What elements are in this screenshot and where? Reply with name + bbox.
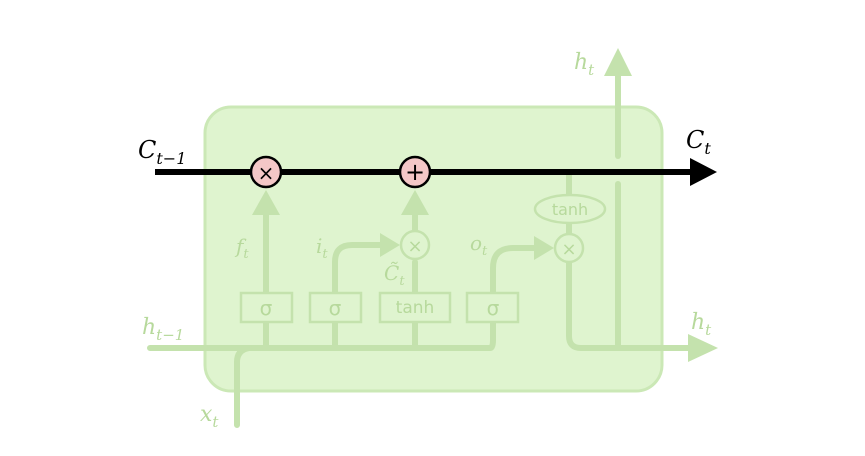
x-input-label: xt bbox=[200, 402, 219, 431]
i-gate-label: it bbox=[316, 234, 328, 262]
forget-multiply-symbol: × bbox=[258, 161, 275, 185]
c-prev-label: Ct−1 bbox=[138, 136, 186, 168]
h-out-top-label: ht bbox=[574, 50, 595, 79]
candidate-tanh-layer bbox=[378, 291, 452, 324]
output-gate-line bbox=[490, 245, 543, 297]
h-output-line bbox=[566, 259, 693, 351]
output-sigma-label: σ bbox=[487, 296, 500, 320]
c-tilde-label: C̃t bbox=[384, 261, 405, 289]
output-tanh-pointwise bbox=[533, 193, 607, 225]
h-prev-label: ht−1 bbox=[142, 315, 184, 344]
candidate-tanh-label: tanh bbox=[396, 298, 435, 318]
forget-sigma-layer bbox=[239, 291, 294, 324]
cell-add-op: + bbox=[398, 155, 432, 189]
input-gate-line bbox=[332, 242, 388, 297]
forget-sigma-label: σ bbox=[260, 296, 273, 320]
h-prev-bus bbox=[147, 315, 496, 351]
input-sigma-label: σ bbox=[329, 296, 342, 320]
internal-wiring bbox=[147, 67, 693, 428]
input-multiply-op bbox=[399, 229, 431, 261]
o-gate-label: ot bbox=[470, 231, 488, 259]
cell-state-arrowhead bbox=[690, 158, 717, 186]
input-multiply-symbol: × bbox=[407, 236, 422, 257]
output-multiply-op bbox=[553, 232, 585, 264]
output-multiply-symbol: × bbox=[561, 239, 576, 260]
output-tanh-label: tanh bbox=[552, 200, 588, 219]
c-next-label: Ct bbox=[686, 126, 711, 158]
output-sigma-layer bbox=[465, 291, 520, 324]
h-out-right-label: ht bbox=[691, 310, 712, 339]
forget-multiply-op: × bbox=[249, 155, 283, 189]
x-input-line bbox=[234, 345, 252, 428]
cell-add-symbol: + bbox=[405, 158, 425, 186]
faded-arrowheads bbox=[252, 48, 718, 362]
input-sigma-layer bbox=[308, 291, 363, 324]
